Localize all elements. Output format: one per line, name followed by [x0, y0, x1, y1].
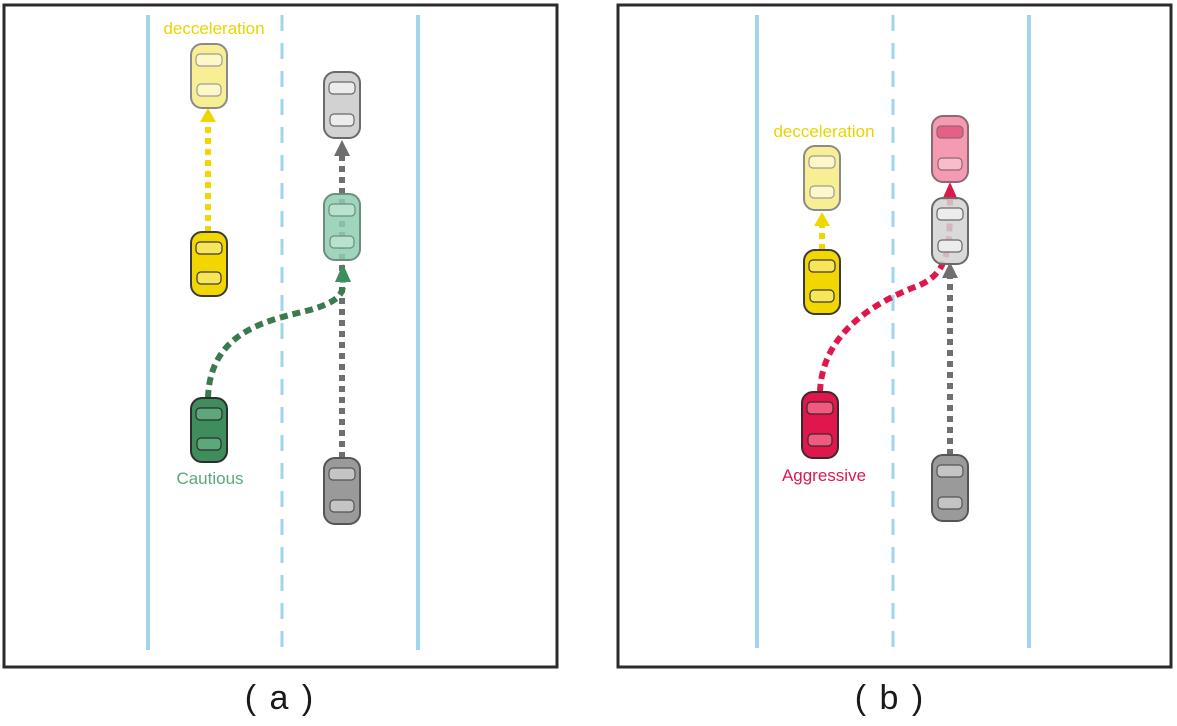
car-yellow [803, 249, 841, 315]
traffic-diagram: decceleration Cautious [2, 3, 1173, 669]
car-yellow-ghost [190, 43, 228, 109]
car-green [190, 397, 228, 463]
car-green-ghost [323, 193, 361, 261]
panel-a-behavior-label: Cautious [176, 469, 243, 488]
green-path [205, 279, 347, 399]
gray-arrowhead [334, 140, 350, 156]
panel-a: decceleration Cautious [2, 3, 559, 669]
red-arrowhead [942, 182, 958, 200]
car-yellow [190, 231, 228, 297]
car-gray [931, 454, 969, 522]
car-gray [323, 457, 361, 525]
green-arrowhead [335, 264, 351, 282]
panel-b-behavior-label: Aggressive [782, 466, 866, 485]
yellow-arrowhead [200, 108, 216, 122]
gray-arrowhead [942, 262, 958, 278]
car-gray-ghost [323, 71, 361, 139]
panel-b: decceleration Aggressive [616, 3, 1173, 669]
car-gray-ghost [931, 197, 969, 265]
car-red-ghost [931, 115, 969, 183]
panel-a-caption: ( a ) [244, 679, 316, 717]
car-yellow-ghost [803, 145, 841, 211]
panel-b-caption: ( b ) [854, 679, 926, 717]
panel-a-decel-label: decceleration [163, 19, 264, 38]
yellow-arrowhead [814, 212, 830, 226]
car-red [801, 391, 839, 459]
panel-b-decel-label: decceleration [773, 122, 874, 141]
